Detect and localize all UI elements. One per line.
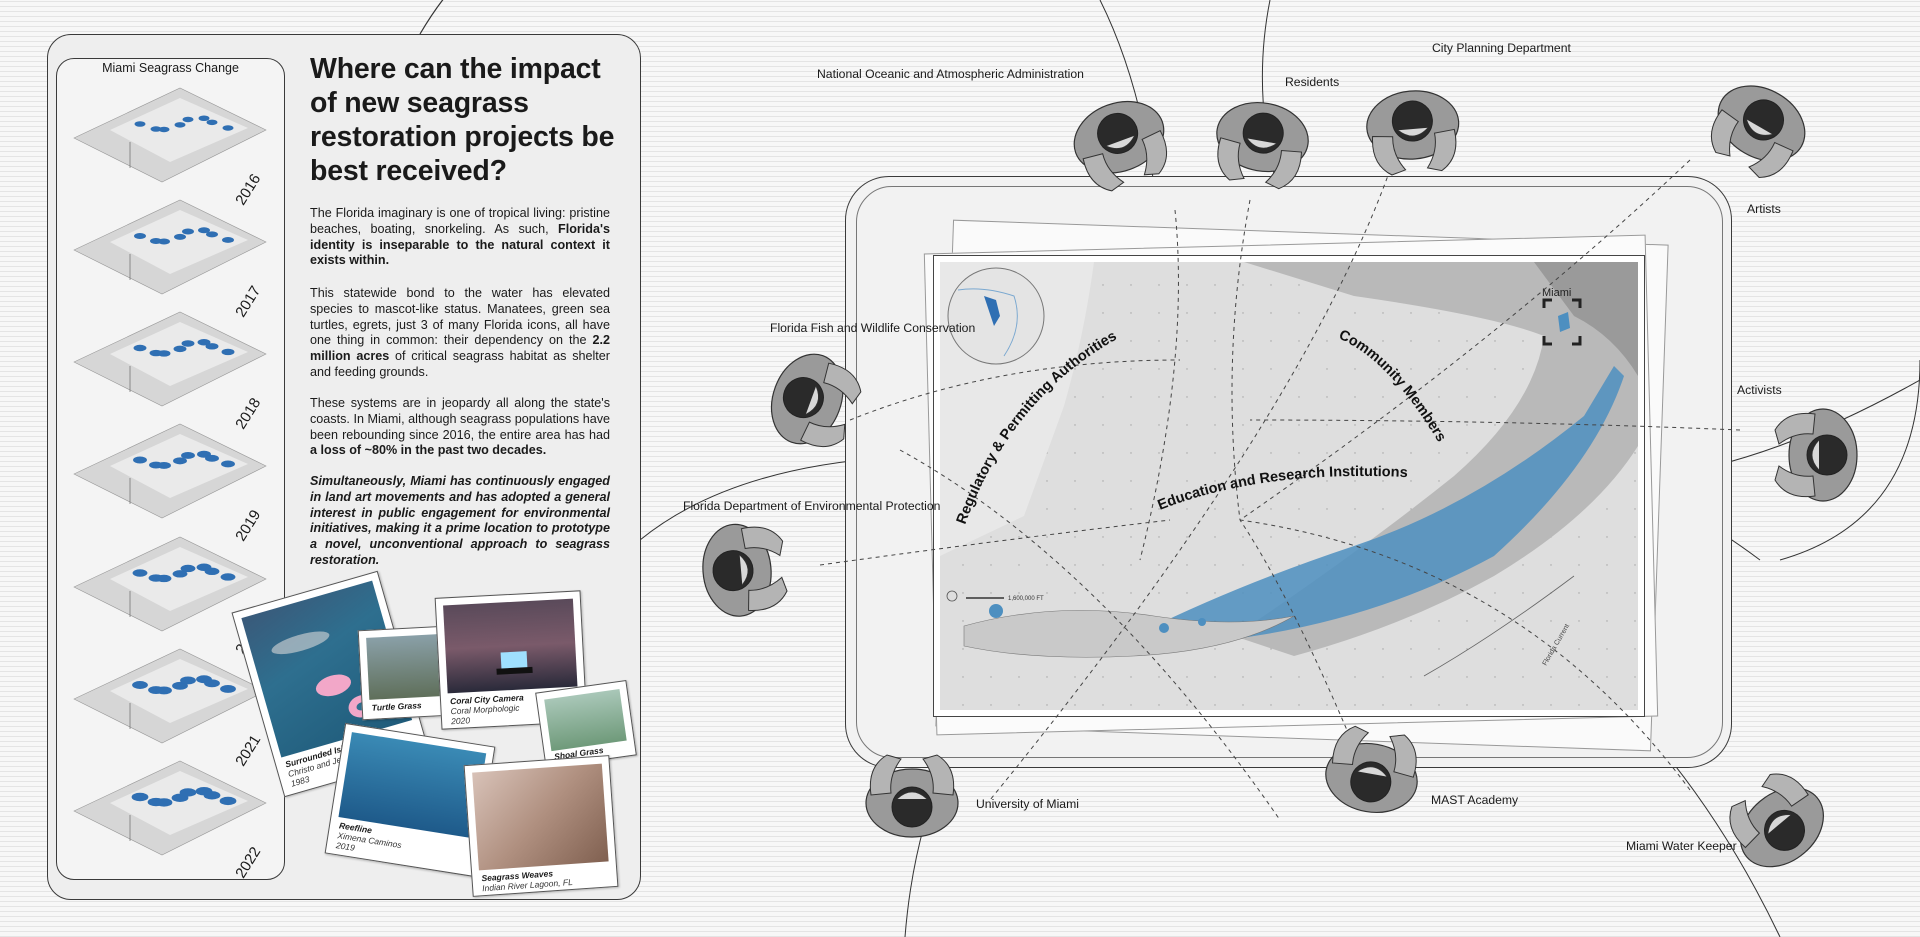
person-city-planning	[1353, 68, 1472, 187]
seagrass-year-card: 2022	[70, 751, 270, 881]
stakeholder-um-label: University of Miami	[976, 797, 1079, 811]
map-city-label: Miami	[1542, 287, 1571, 299]
stakeholder-residents-label: Residents	[1285, 75, 1340, 89]
paragraph-1: The Florida imaginary is one of tropical…	[310, 206, 610, 268]
stakeholder-noaa-label: National Oceanic and Atmospheric Adminis…	[817, 67, 1084, 81]
paragraph-2: This statewide bond to the water has ele…	[310, 286, 611, 379]
map-graphic: Miami 1,600,000 FT Florida Current	[940, 262, 1638, 710]
stakeholder-water-keeper-label: Miami Water Keeper	[1626, 839, 1737, 853]
seagrass-strip-title: Miami Seagrass Change	[102, 61, 239, 75]
arc-label-community: Community Members	[1336, 327, 1449, 445]
map-scale-label: 1,600,000 FT	[1008, 596, 1044, 602]
tablet-inner-border	[856, 186, 1723, 758]
person-water-keeper	[1703, 748, 1858, 903]
person-noaa	[1050, 70, 1191, 211]
person-fdep	[680, 510, 799, 629]
page-headline: Where can the impact of new seagrass res…	[310, 53, 615, 187]
seagrass-year-card: 2021	[70, 639, 270, 769]
stakeholder-fdep-label: Florida Department of Environmental Prot…	[683, 499, 941, 513]
person-mast	[1308, 711, 1435, 838]
seagrass-year-card: 2017	[70, 190, 270, 320]
stakeholder-mast-label: MAST Academy	[1431, 793, 1519, 807]
person-fwc	[740, 330, 881, 471]
person-um	[857, 745, 967, 855]
stakeholder-artists-label: Artists	[1747, 202, 1781, 216]
paragraph-4: Simultaneously, Miami has continuously e…	[310, 474, 610, 567]
person-artists	[1685, 51, 1835, 201]
regional-map: Miami 1,600,000 FT Florida Current	[933, 255, 1645, 717]
seagrass-year-card: 2019	[70, 414, 270, 544]
stakeholder-city-planning-label: City Planning Department	[1432, 41, 1571, 55]
seagrass-year-card: 2018	[70, 302, 270, 432]
stakeholder-activists-label: Activists	[1737, 383, 1782, 397]
person-residents	[1198, 76, 1325, 203]
seagrass-year-card: 2016	[70, 78, 270, 208]
arc-label-regulatory: Regulatory & Permitting Authorities	[954, 328, 1120, 526]
stakeholder-fwc-label: Florida Fish and Wildlife Conservation	[770, 321, 976, 335]
seagrass-year-card: 2020	[70, 527, 270, 657]
paragraph-3: These systems are in jeopardy all along …	[310, 396, 610, 458]
arc-label-education: Education and Research Institutions	[1156, 464, 1408, 514]
person-activists	[1765, 400, 1875, 510]
